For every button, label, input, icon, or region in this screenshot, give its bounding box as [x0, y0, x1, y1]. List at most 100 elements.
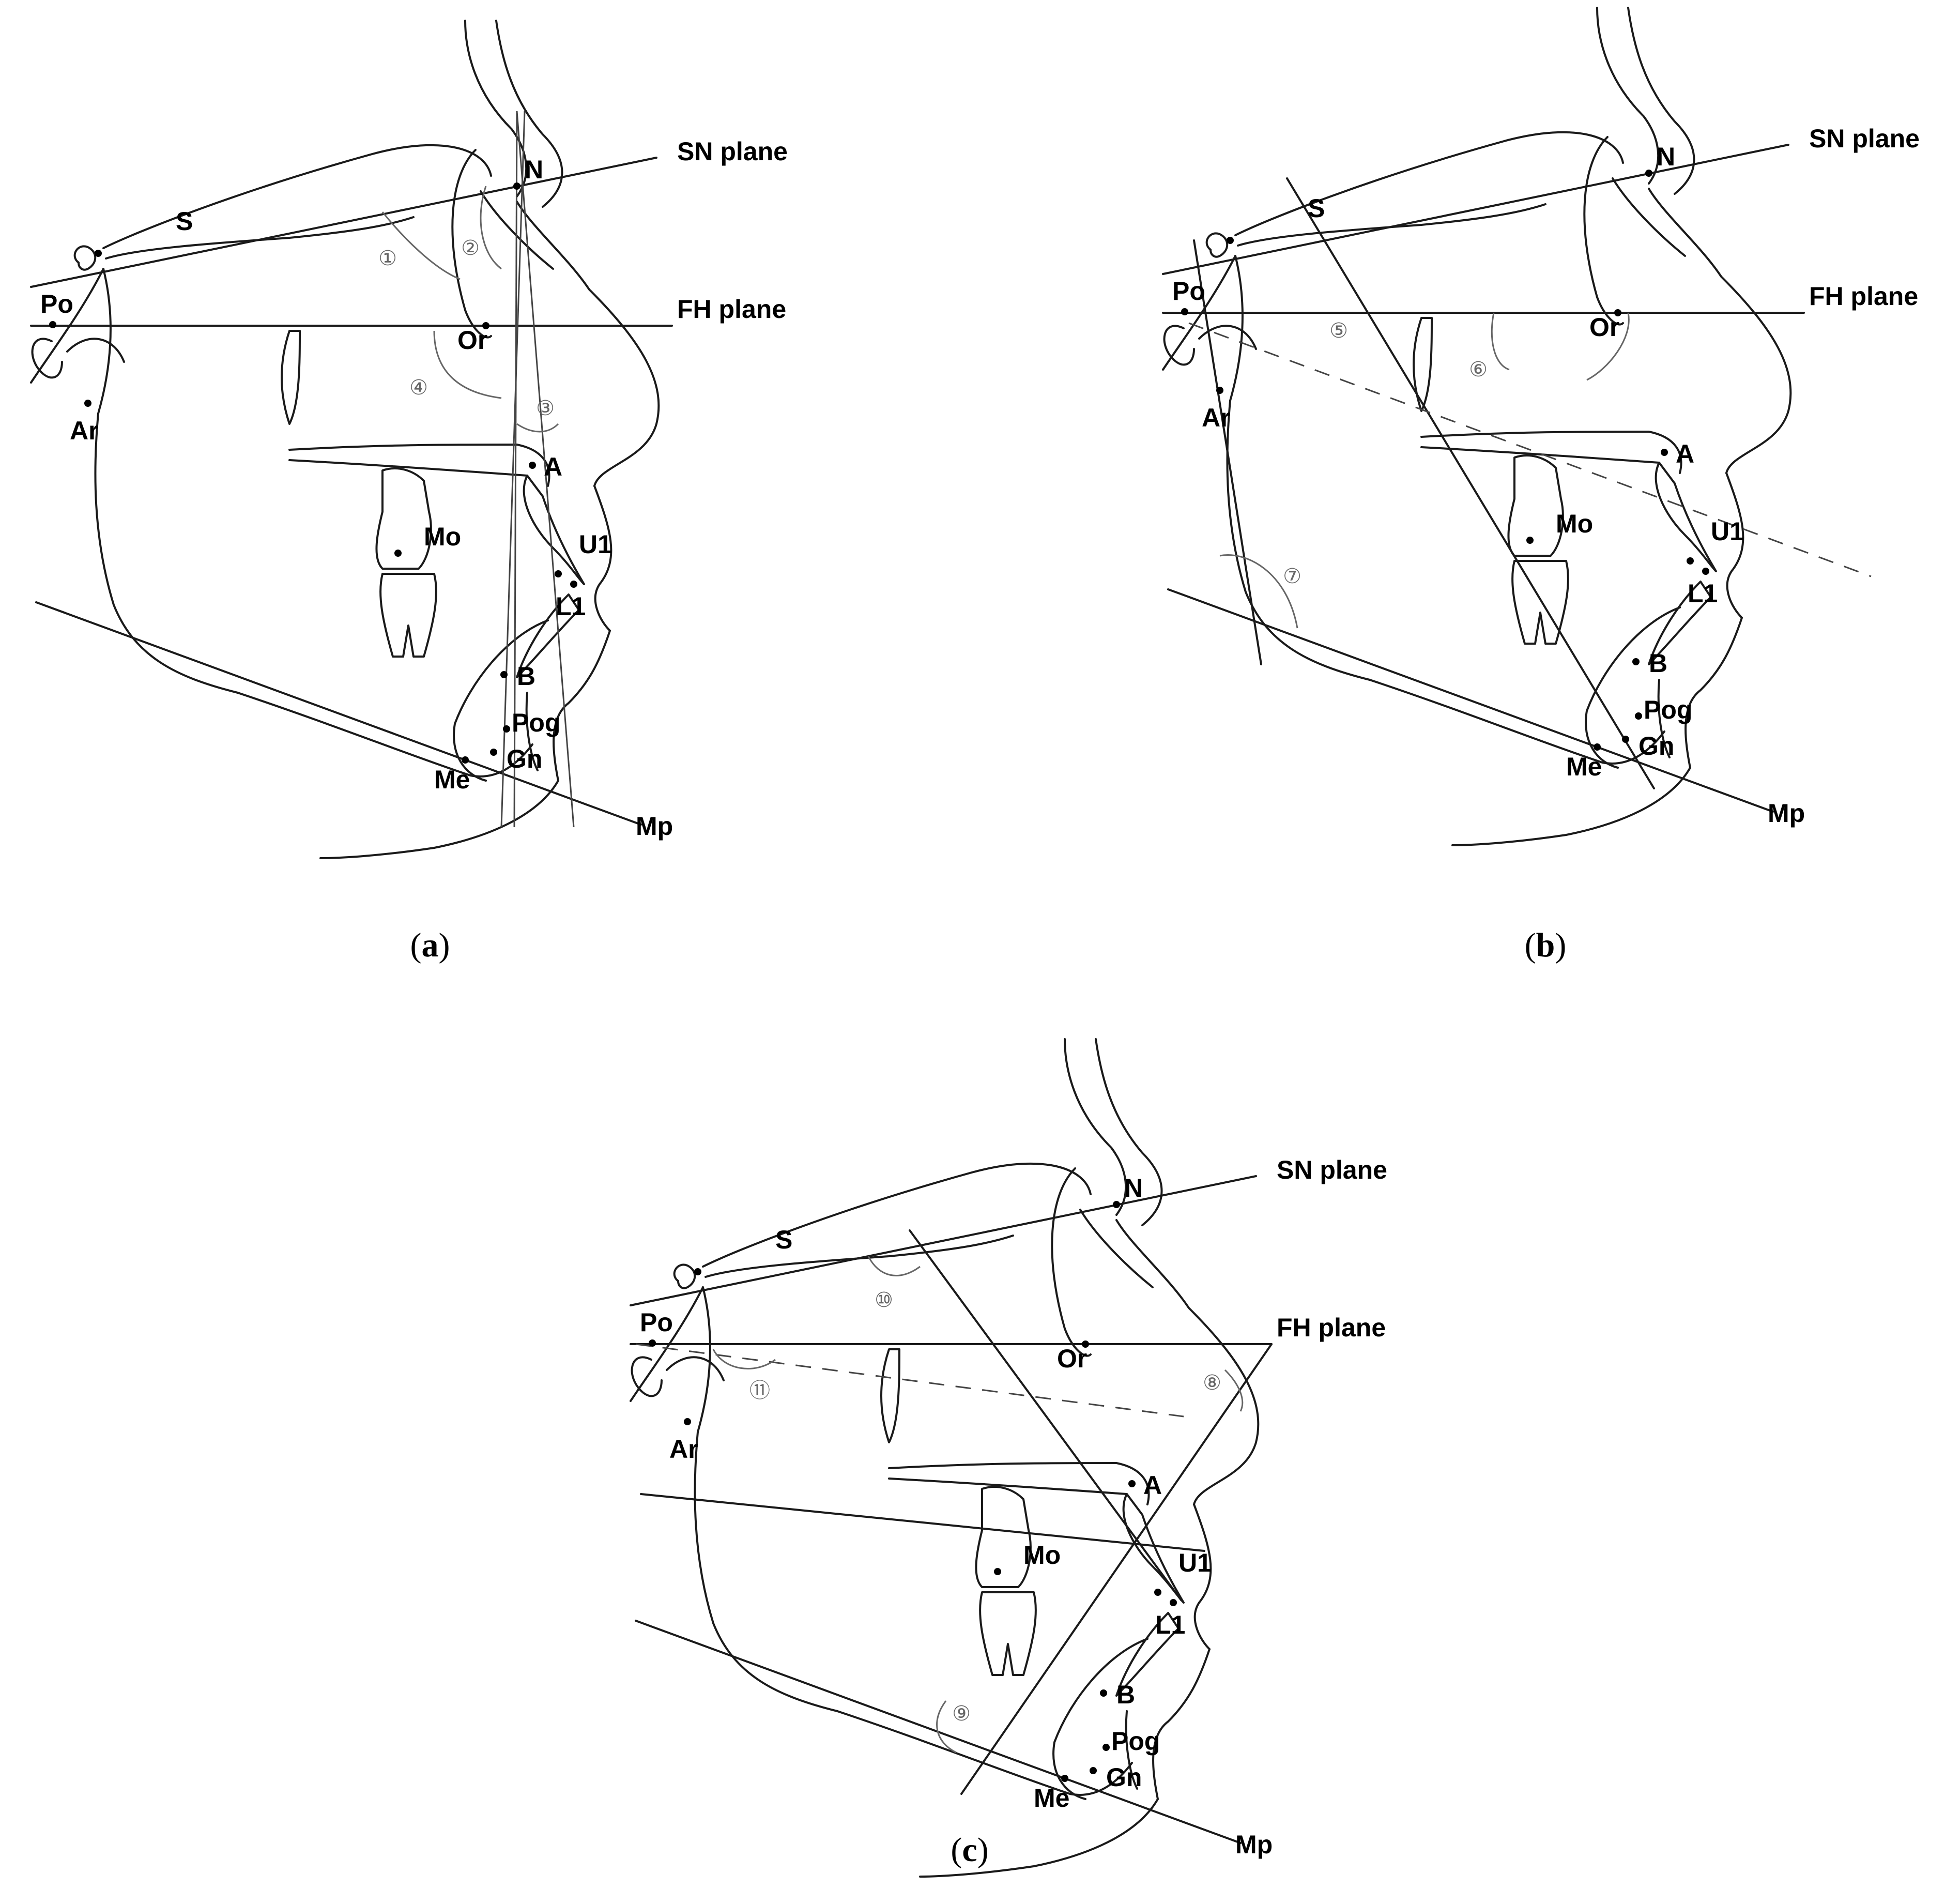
panel-b: ⑤ ⑥ ⑦ S N Po Or Ar A U1 L1 Mo B Pog Gn M… — [1162, 7, 1920, 846]
point-or-b — [1614, 309, 1621, 316]
label-ar-b: Ar — [1202, 403, 1231, 432]
angle-arc-1 — [381, 211, 461, 280]
angle-label-1: ① — [378, 247, 397, 270]
point-or-c — [1082, 1341, 1089, 1348]
u1-axis-line — [909, 1229, 1182, 1601]
angle-arc-11 — [712, 1349, 776, 1369]
mandibular-plane-line-a — [35, 601, 642, 826]
point-ar-c — [684, 1418, 691, 1425]
plane-label-sn-a: SN plane — [677, 137, 788, 166]
angle-label-5: ⑤ — [1329, 319, 1348, 343]
point-pog-a — [503, 725, 510, 733]
plane-label-mp-c: Mp — [1235, 1830, 1273, 1859]
point-me-b — [1594, 743, 1601, 751]
point-pog-b — [1635, 712, 1642, 720]
sn-plane-line-b — [1162, 144, 1789, 275]
sn-plane-line-a — [30, 157, 657, 288]
label-mo-a: Mo — [424, 522, 461, 551]
label-u1-c: U1 — [1178, 1548, 1212, 1577]
label-ar-a: Ar — [70, 416, 99, 445]
point-or-a — [482, 322, 489, 329]
label-n-a: N — [525, 155, 543, 184]
point-l1-c — [1170, 1599, 1177, 1606]
point-gn-b — [1622, 736, 1629, 743]
plane-label-sn-c: SN plane — [1277, 1155, 1387, 1184]
functional-occlusal-line — [640, 1493, 1205, 1552]
label-gn-a: Gn — [507, 744, 542, 773]
label-ar-c: Ar — [669, 1435, 698, 1464]
point-s-a — [95, 250, 102, 257]
label-a-a: A — [544, 452, 562, 481]
plane-label-fh-b: FH plane — [1809, 282, 1918, 311]
label-po-b: Po — [1172, 277, 1205, 306]
point-b-c — [1100, 1689, 1107, 1697]
label-s-b: S — [1308, 194, 1325, 223]
point-po-c — [649, 1339, 656, 1347]
point-me-c — [1061, 1775, 1068, 1782]
profile-tracing-b — [1162, 7, 1792, 846]
label-mo-b: Mo — [1556, 509, 1593, 538]
nb-line — [513, 111, 518, 828]
angle-arc-2 — [480, 186, 502, 270]
angle-arc-9 — [936, 1700, 957, 1754]
label-me-b: Me — [1566, 752, 1602, 781]
label-l1-a: L1 — [556, 592, 586, 621]
sn-plane-line-c — [630, 1175, 1257, 1306]
angle-arc-3 — [516, 423, 559, 433]
label-po-c: Po — [640, 1308, 673, 1337]
plane-label-fh-c: FH plane — [1277, 1313, 1386, 1342]
point-po-a — [49, 321, 56, 328]
label-mo-c: Mo — [1023, 1541, 1061, 1570]
point-s-c — [694, 1268, 701, 1275]
point-a-a — [529, 462, 536, 469]
point-gn-a — [490, 749, 497, 756]
point-a-c — [1128, 1480, 1136, 1487]
angle-arc-4 — [433, 330, 502, 399]
mandibular-plane-line-b — [1167, 588, 1774, 813]
na-line — [500, 111, 526, 828]
point-ar-a — [84, 400, 91, 407]
point-u1-c — [1154, 1589, 1161, 1596]
label-me-c: Me — [1034, 1784, 1069, 1812]
label-b-a: B — [517, 662, 535, 691]
caption-a: (a) — [410, 926, 450, 964]
point-u1-b — [1687, 557, 1694, 565]
profile-tracing-a — [30, 20, 660, 859]
angle-label-9: ⑨ — [952, 1702, 971, 1726]
point-gn-c — [1090, 1767, 1097, 1774]
caption-b: (b) — [1525, 926, 1567, 964]
point-u1-a — [555, 570, 562, 577]
point-b-b — [1632, 658, 1640, 665]
point-s-b — [1227, 237, 1234, 244]
label-pog-a: Pog — [512, 708, 560, 737]
angle-label-10: ⑩ — [875, 1288, 893, 1312]
label-u1-a: U1 — [579, 530, 612, 559]
label-n-b: N — [1657, 142, 1675, 171]
label-a-b: A — [1676, 439, 1694, 468]
point-n-b — [1645, 170, 1652, 177]
label-s-a: S — [176, 207, 193, 236]
point-l1-a — [570, 581, 577, 588]
angle-label-4: ④ — [409, 376, 428, 400]
occlusal-plane-line-c — [635, 1343, 1184, 1418]
label-l1-c: L1 — [1155, 1610, 1185, 1639]
label-gn-c: Gn — [1106, 1763, 1142, 1792]
point-mo-c — [994, 1568, 1001, 1575]
label-or-b: Or — [1589, 313, 1619, 342]
label-a-c: A — [1143, 1471, 1162, 1500]
panel-c: ⑩ ⑪ ⑧ ⑨ S N Po Or Ar A U1 L1 Mo B Pog Gn… — [630, 1038, 1387, 1878]
point-pog-c — [1102, 1744, 1110, 1751]
caption-c: (c) — [951, 1831, 988, 1869]
point-mo-b — [1526, 537, 1534, 544]
occlusal-plane-line-b — [1188, 322, 1872, 577]
point-mo-a — [394, 550, 402, 557]
y-axis-line — [1286, 177, 1655, 789]
angle-label-8: ⑧ — [1203, 1371, 1221, 1395]
angle-arc-8 — [1224, 1369, 1244, 1412]
label-b-b: B — [1649, 649, 1667, 678]
angle-label-11: ⑪ — [749, 1379, 770, 1403]
point-n-c — [1113, 1201, 1120, 1208]
angle-label-7: ⑦ — [1283, 565, 1301, 588]
label-po-a: Po — [40, 290, 73, 318]
